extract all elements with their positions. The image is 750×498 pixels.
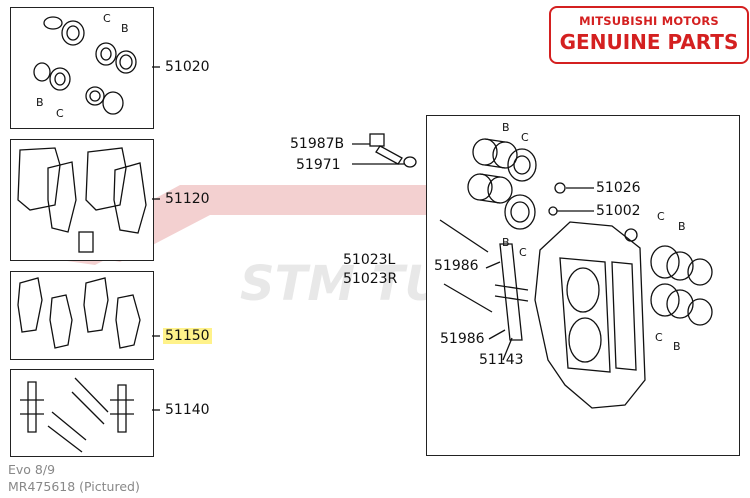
callout-b: B (121, 22, 129, 35)
piston-icon (650, 245, 713, 326)
part-label-51150[interactable]: 51150 (163, 328, 212, 344)
part-label-51023r[interactable]: 51023R (343, 271, 398, 287)
callout-c: C (655, 331, 663, 344)
callout-c: C (56, 107, 64, 120)
genuine-parts-badge: MITSUBISHI MOTORS GENUINE PARTS (549, 6, 749, 64)
brand-line-1: MITSUBISHI MOTORS (579, 14, 719, 28)
callout-b: B (502, 236, 510, 249)
callout-b: B (673, 340, 681, 353)
pad-set-frame (10, 139, 154, 261)
brake-pad-icon (17, 147, 147, 253)
part-label-51140[interactable]: 51140 (165, 402, 210, 418)
part-number-caption: MR475618 (Pictured) (8, 479, 140, 494)
callout-b: B (678, 220, 686, 233)
spring-plate-icon (494, 243, 529, 341)
callout-c: C (657, 210, 665, 223)
clip-kit-frame (10, 369, 154, 457)
caliper-body-icon (534, 221, 646, 409)
callout-c: C (521, 131, 529, 144)
part-label-51026[interactable]: 51026 (596, 180, 641, 196)
part-label-51971[interactable]: 51971 (296, 157, 341, 173)
part-label-51987b[interactable]: 51987B (290, 136, 345, 152)
guide-pin-icon (439, 219, 493, 313)
bleeder-bolt-icon (369, 133, 417, 168)
part-label-51020[interactable]: 51020 (165, 59, 210, 75)
part-label-51023l[interactable]: 51023L (343, 252, 396, 268)
shim-kit-frame (10, 271, 154, 360)
part-label-51986-lower[interactable]: 51986 (440, 331, 485, 347)
part-label-51002[interactable]: 51002 (596, 203, 641, 219)
part-label-51143[interactable]: 51143 (479, 352, 524, 368)
seal-ring-icon (33, 16, 137, 115)
pad-shim-icon (17, 277, 141, 349)
caliper-assembly-frame (426, 115, 740, 456)
callout-b: B (36, 96, 44, 109)
part-label-51120[interactable]: 51120 (165, 191, 210, 207)
piston-icon (467, 138, 537, 230)
part-label-51986-upper[interactable]: 51986 (434, 258, 479, 274)
retainer-clip-icon (20, 377, 134, 453)
callout-b: B (502, 121, 510, 134)
brand-line-2: GENUINE PARTS (559, 30, 739, 54)
callout-c: C (103, 12, 111, 25)
callout-c: C (519, 246, 527, 259)
model-caption: Evo 8/9 (8, 462, 56, 477)
